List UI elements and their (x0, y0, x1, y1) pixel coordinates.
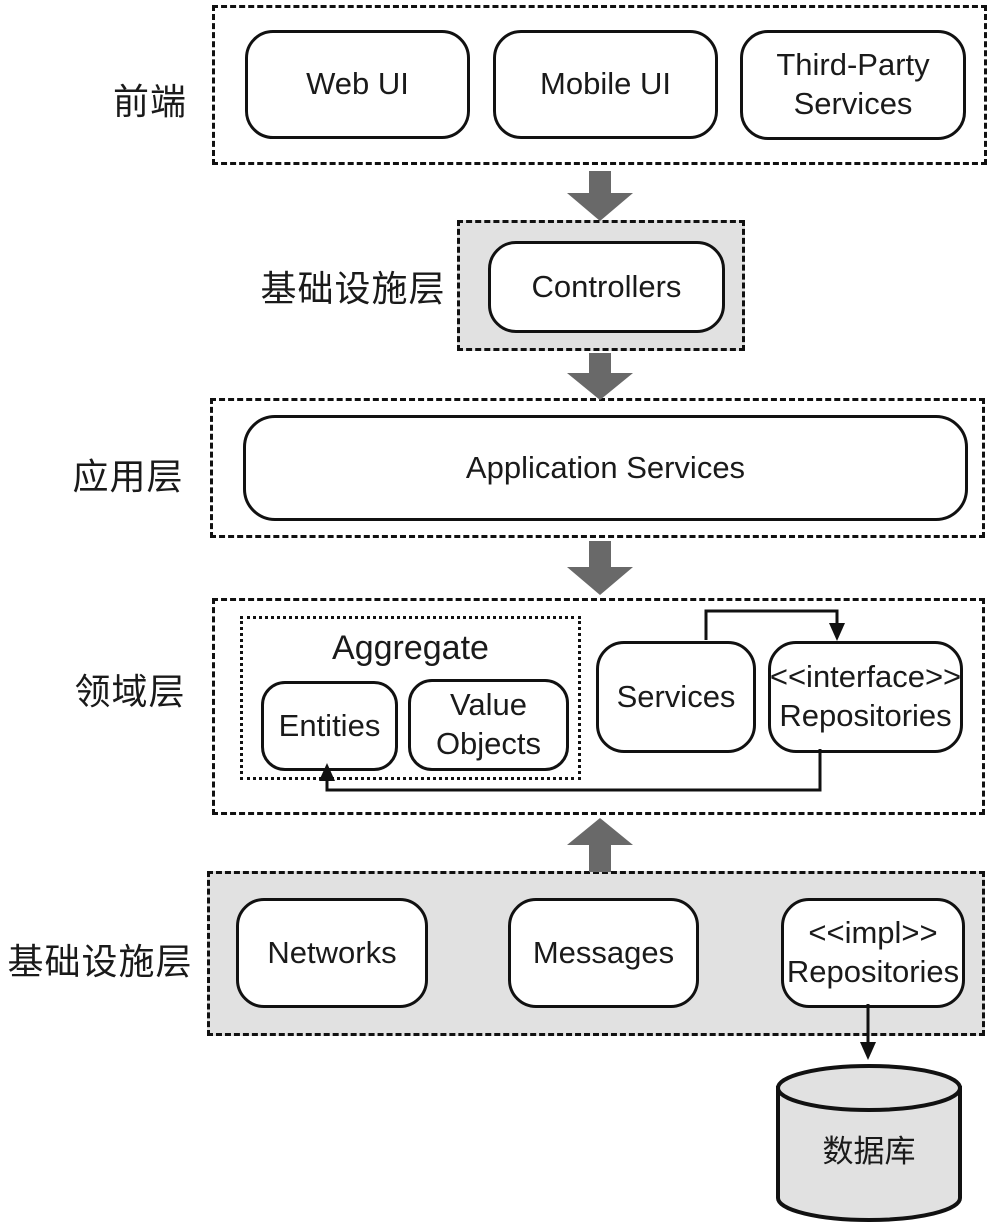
node-messages: Messages (508, 898, 699, 1008)
aggregate-title: Aggregate (332, 629, 489, 667)
node-domain-services: Services (596, 641, 756, 753)
node-web-ui: Web UI (245, 30, 470, 139)
flow-arrow-infrastructure-to-domain-icon (567, 818, 633, 872)
interface-layer-label: 基础设施层 (260, 268, 446, 309)
node-controllers: Controllers (488, 241, 725, 333)
infrastructure-layer-box: Networks Messages <<impl>> Repositories (207, 871, 985, 1036)
node-application-services: Application Services (243, 415, 968, 521)
node-networks: Networks (236, 898, 428, 1008)
flow-arrow-interface-to-application-icon (567, 353, 633, 400)
flow-arrow-application-to-domain-icon (567, 541, 633, 595)
connector-impl-repositories-to-database-arrowhead-icon (860, 1042, 876, 1060)
application-layer-box: Application Services (210, 398, 985, 538)
node-third-party-services: Third-Party Services (740, 30, 966, 140)
domain-layer-label: 领域层 (74, 671, 186, 712)
database-cylinder-top (776, 1064, 962, 1112)
frontend-layer-box: Web UI Mobile UI Third-Party Services (212, 5, 987, 165)
infrastructure-layer-label: 基础设施层 (7, 941, 193, 982)
domain-layer-box: Aggregate Entities Value Objects Service… (212, 598, 985, 815)
node-entities: Entities (261, 681, 398, 771)
node-impl-repositories: <<impl>> Repositories (781, 898, 965, 1008)
frontend-layer-label: 前端 (112, 81, 187, 122)
node-value-objects: Value Objects (408, 679, 569, 771)
aggregate-box: Aggregate Entities Value Objects (240, 616, 581, 780)
node-interface-repositories: <<interface>> Repositories (768, 641, 963, 753)
interface-layer-box: Controllers (457, 220, 745, 351)
node-mobile-ui: Mobile UI (493, 30, 718, 139)
database-label: 数据库 (822, 1134, 916, 1169)
application-layer-label: 应用层 (72, 456, 184, 497)
flow-arrow-frontend-to-interface-icon (567, 171, 633, 221)
